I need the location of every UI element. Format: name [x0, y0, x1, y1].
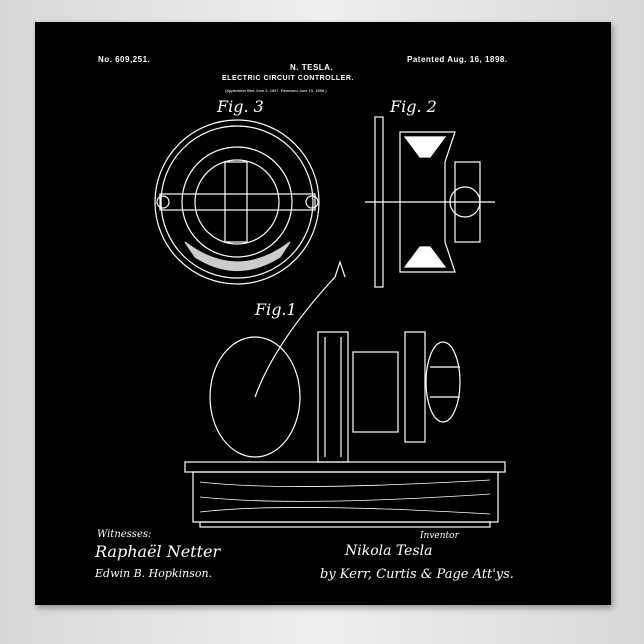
- patent-drawing: [35, 22, 611, 605]
- fig3-drawing: [155, 120, 319, 284]
- witness2-signature: Edwin B. Hopkinson.: [95, 567, 212, 580]
- witness1-signature: Raphaël Netter: [95, 542, 220, 561]
- attorneys-signature: by Kerr, Curtis & Page Att'ys.: [320, 567, 514, 582]
- inventor-label: Inventor: [420, 531, 459, 541]
- inventor-signature: Nikola Tesla: [345, 543, 432, 559]
- patent-poster: No. 609,251. N. TESLA. Patented Aug. 16,…: [35, 22, 611, 605]
- fig2-drawing: [365, 117, 495, 287]
- fig1-drawing: [185, 262, 505, 527]
- witnesses-label: Witnesses:: [97, 529, 151, 540]
